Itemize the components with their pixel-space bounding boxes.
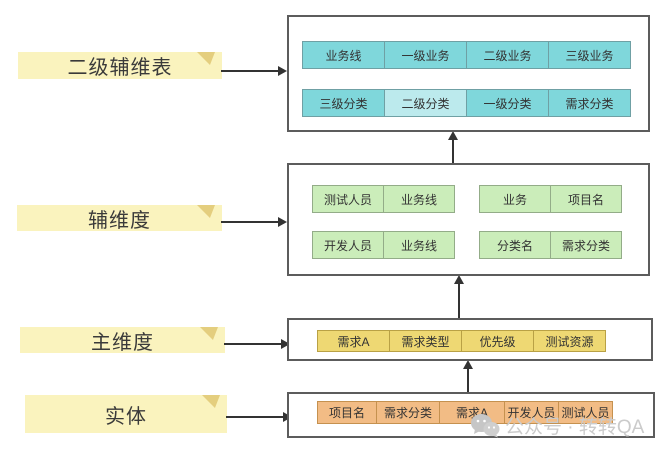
- sticky-fold-icon: [197, 52, 215, 65]
- table-cell: 项目名: [550, 185, 622, 213]
- table-cell: 需求分类: [548, 89, 631, 117]
- label-secondary-aux-table: 二级辅维表: [18, 52, 222, 79]
- table-cell: 需求类型: [389, 330, 462, 352]
- arrow-up-icon: [448, 131, 458, 140]
- table-cell: 二级分类: [384, 89, 467, 117]
- table-cell: 业务线: [383, 231, 455, 259]
- arrow-up-main-to-aux: [454, 275, 464, 318]
- label-entity-text: 实体: [105, 405, 147, 428]
- table-cell: 二级业务: [466, 41, 549, 69]
- table-cell: 开发人员: [312, 231, 384, 259]
- arrow-right-main-dimension: [224, 338, 290, 350]
- watermark: 公众号 · 转转QA: [470, 412, 644, 439]
- table-cell: 需求A: [317, 330, 390, 352]
- wechat-icon: [471, 414, 500, 438]
- secondary-aux-row-1: 业务线 一级业务 二级业务 三级业务: [302, 41, 631, 69]
- label-secondary-aux-table-text: 二级辅维表: [67, 57, 173, 79]
- table-cell: 业务线: [383, 185, 455, 213]
- table-cell: 优先级: [461, 330, 534, 352]
- arrow-right-icon: [281, 339, 290, 349]
- table-cell: 开发人员: [504, 401, 559, 424]
- label-entity: 实体: [25, 395, 227, 433]
- sticky-fold-icon: [197, 205, 215, 218]
- table-cell: 三级分类: [302, 89, 385, 117]
- table-cell: 测试人员: [558, 401, 613, 424]
- table-cell: 需求分类: [550, 231, 622, 259]
- label-aux-dimension-text: 辅维度: [88, 209, 151, 232]
- arrow-right-icon: [278, 66, 287, 76]
- aux-pair-bottom-left: 开发人员 业务线: [312, 231, 455, 259]
- secondary-aux-row-2: 三级分类 二级分类 一级分类 需求分类: [302, 89, 631, 117]
- aux-pair-bottom-right: 分类名 需求分类: [479, 231, 622, 259]
- arrow-up-aux-to-secondary: [448, 131, 458, 163]
- box-entity: 项目名 需求分类 需求A 开发人员 测试人员: [287, 392, 655, 438]
- table-cell: 测试资源: [533, 330, 606, 352]
- label-main-dimension-text: 主维度: [91, 331, 154, 354]
- table-cell: 一级业务: [384, 41, 467, 69]
- box-secondary-aux-table: 业务线 一级业务 二级业务 三级业务 三级分类 二级分类 一级分类 需求分类: [287, 15, 650, 132]
- label-aux-dimension: 辅维度: [17, 205, 222, 232]
- arrow-right-icon: [278, 217, 287, 227]
- table-cell: 业务: [479, 185, 551, 213]
- box-main-dimension: 需求A 需求类型 优先级 测试资源: [287, 318, 653, 361]
- arrow-right-secondary-aux: [221, 65, 287, 77]
- arrow-up-icon: [454, 275, 464, 284]
- watermark-text: 公众号 · 转转QA: [505, 417, 645, 438]
- sticky-fold-icon: [200, 327, 218, 340]
- sticky-fold-icon: [202, 395, 220, 408]
- label-main-dimension: 主维度: [20, 327, 225, 354]
- aux-pair-top-left: 测试人员 业务线: [312, 185, 455, 213]
- table-cell: 需求分类: [376, 401, 440, 424]
- entity-row: 项目名 需求分类 需求A 开发人员 测试人员: [317, 401, 613, 424]
- table-cell: 三级业务: [548, 41, 631, 69]
- arrow-right-entity: [226, 411, 292, 423]
- table-cell: 分类名: [479, 231, 551, 259]
- table-cell: 业务线: [302, 41, 385, 69]
- arrow-right-aux-dimension: [221, 216, 287, 228]
- arrow-up-icon: [463, 360, 473, 369]
- table-cell: 一级分类: [466, 89, 549, 117]
- table-cell: 项目名: [317, 401, 377, 424]
- arrow-up-entity-to-main: [463, 360, 473, 392]
- box-aux-dimension: 测试人员 业务线 业务 项目名 开发人员 业务线 分类名 需求分类: [287, 163, 650, 276]
- table-cell: 测试人员: [312, 185, 384, 213]
- main-dimension-row: 需求A 需求类型 优先级 测试资源: [317, 330, 606, 352]
- aux-pair-top-right: 业务 项目名: [479, 185, 622, 213]
